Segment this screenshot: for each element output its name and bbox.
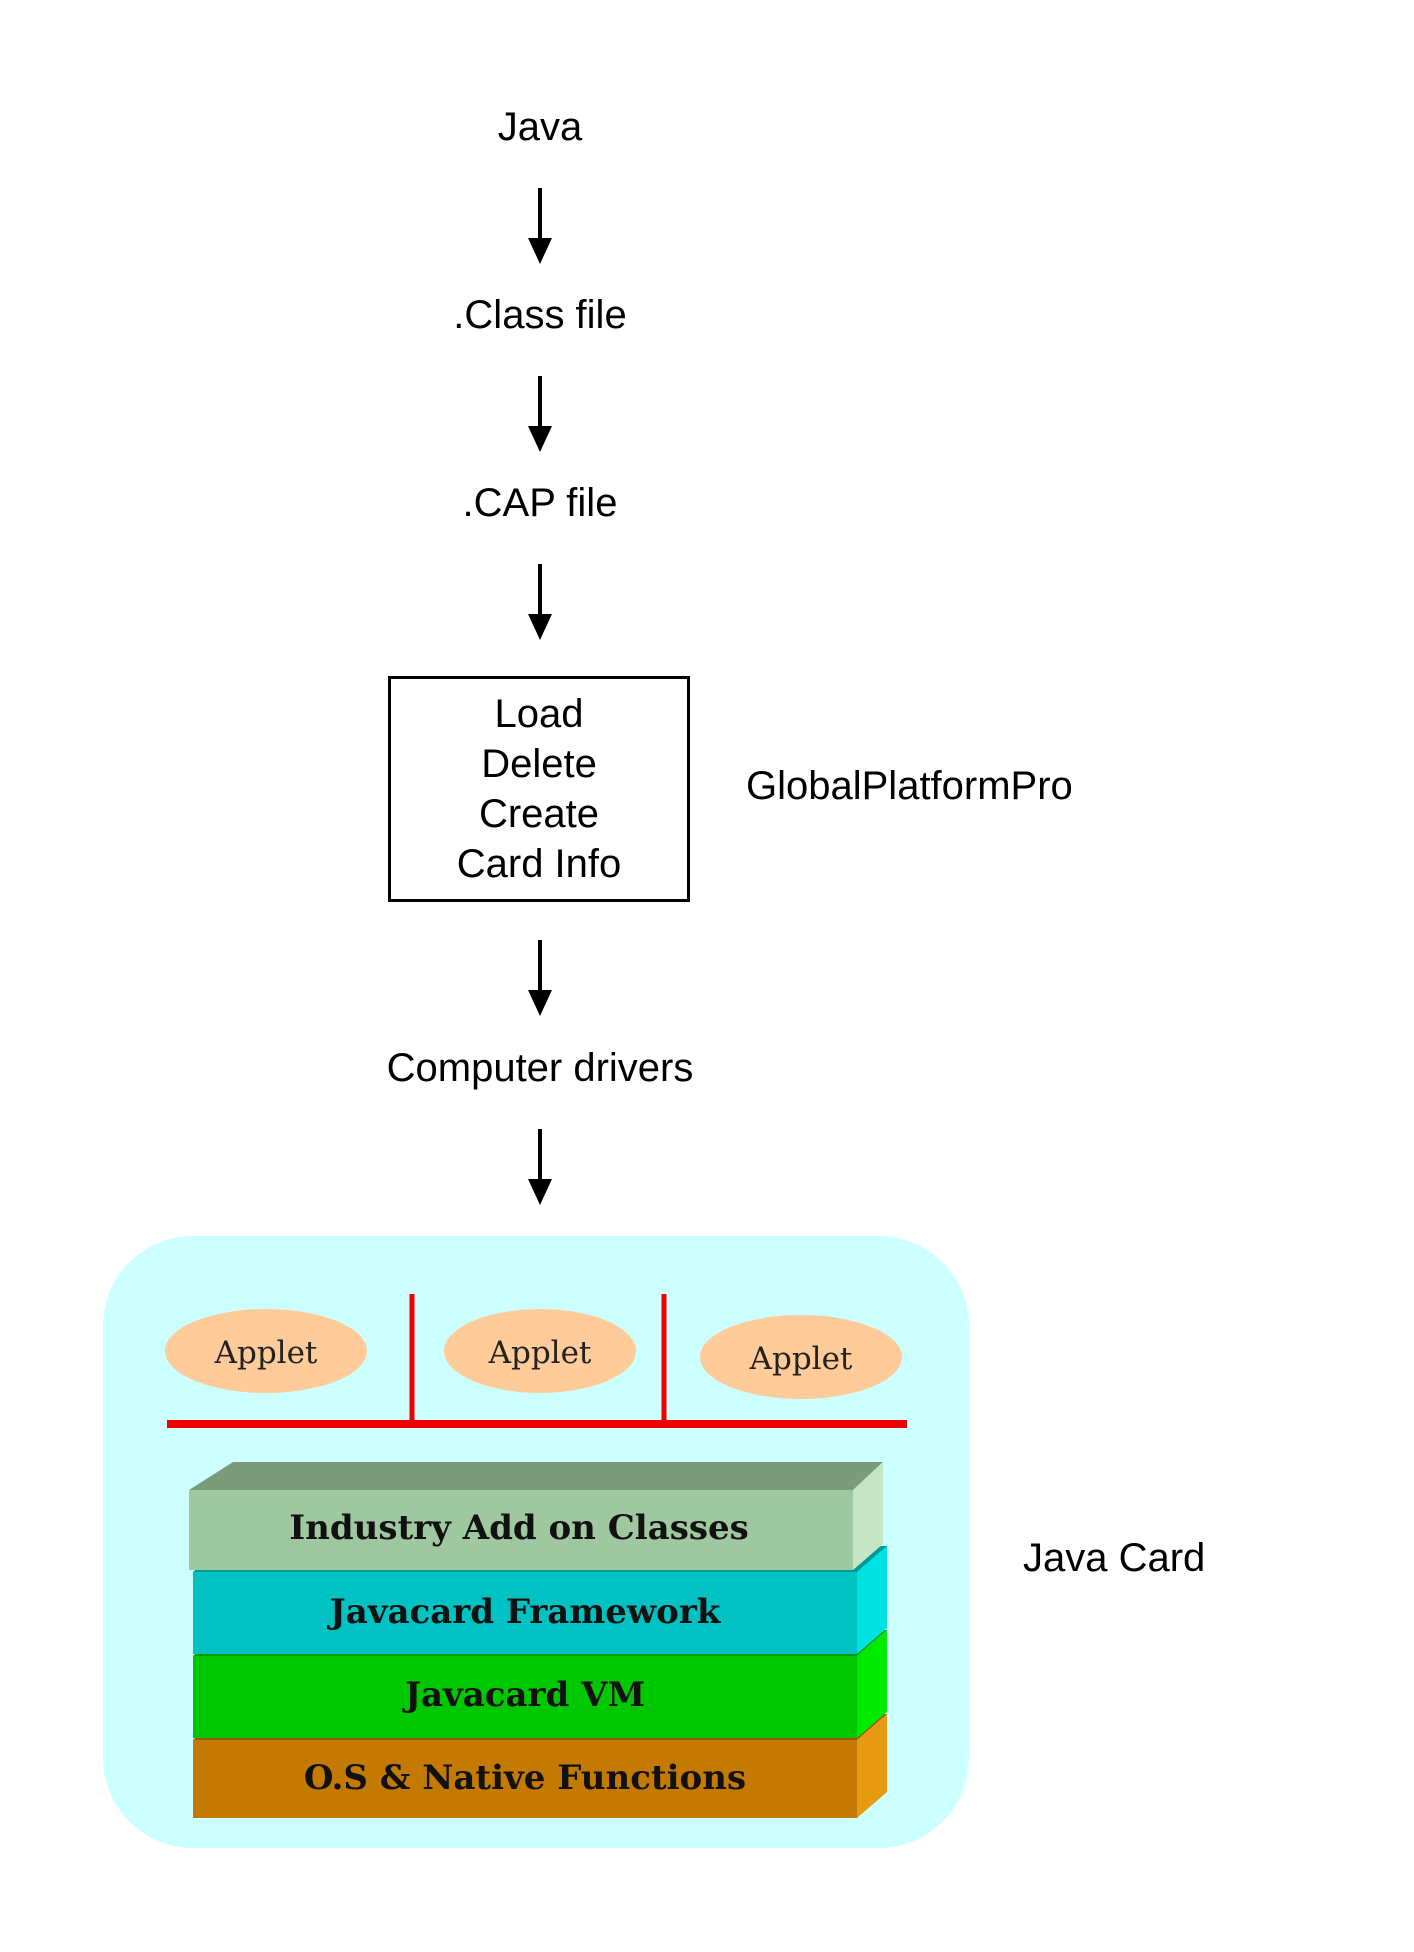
tool-label: GlobalPlatformPro — [746, 764, 1073, 808]
arrow-down-icon — [528, 188, 552, 264]
step-class-file: .Class file — [453, 293, 627, 337]
applet-2: Applet — [444, 1309, 636, 1393]
operation-card-info: Card Info — [456, 842, 622, 886]
java-card-illustration: Applet Applet Applet O.S & Native Functi… — [103, 1236, 969, 1848]
applet-3: Applet — [700, 1315, 902, 1399]
arrow-down-icon — [528, 1129, 552, 1205]
arrow-down-icon — [528, 940, 552, 1016]
java-card-architecture: Applet Applet Applet O.S & Native Functi… — [103, 1236, 969, 1848]
operation-create: Create — [478, 792, 600, 836]
layer-os-label: O.S & Native Functions — [304, 1758, 746, 1798]
layer-industry-add-on-classes: Industry Add on Classes — [189, 1462, 883, 1570]
arrow-down-icon — [528, 376, 552, 452]
applet-3-label: Applet — [749, 1341, 853, 1377]
applet-1-label: Applet — [214, 1335, 318, 1371]
step-cap-file: .CAP file — [462, 481, 618, 525]
operations-box: Load Delete Create Card Info — [388, 676, 690, 902]
applet-bus — [167, 1294, 907, 1428]
applet-1: Applet — [165, 1309, 367, 1393]
layer-framework-label: Javacard Framework — [327, 1592, 722, 1632]
applet-2-label: Applet — [488, 1335, 592, 1371]
layer-vm-label: Javacard VM — [402, 1675, 645, 1715]
operation-delete: Delete — [481, 742, 597, 786]
step-java: Java — [497, 105, 583, 149]
step-computer-drivers: Computer drivers — [386, 1046, 694, 1090]
arrow-down-icon — [528, 564, 552, 640]
java-card-label: Java Card — [1023, 1536, 1206, 1580]
operation-load: Load — [494, 692, 584, 736]
layer-industry-label: Industry Add on Classes — [289, 1508, 749, 1548]
